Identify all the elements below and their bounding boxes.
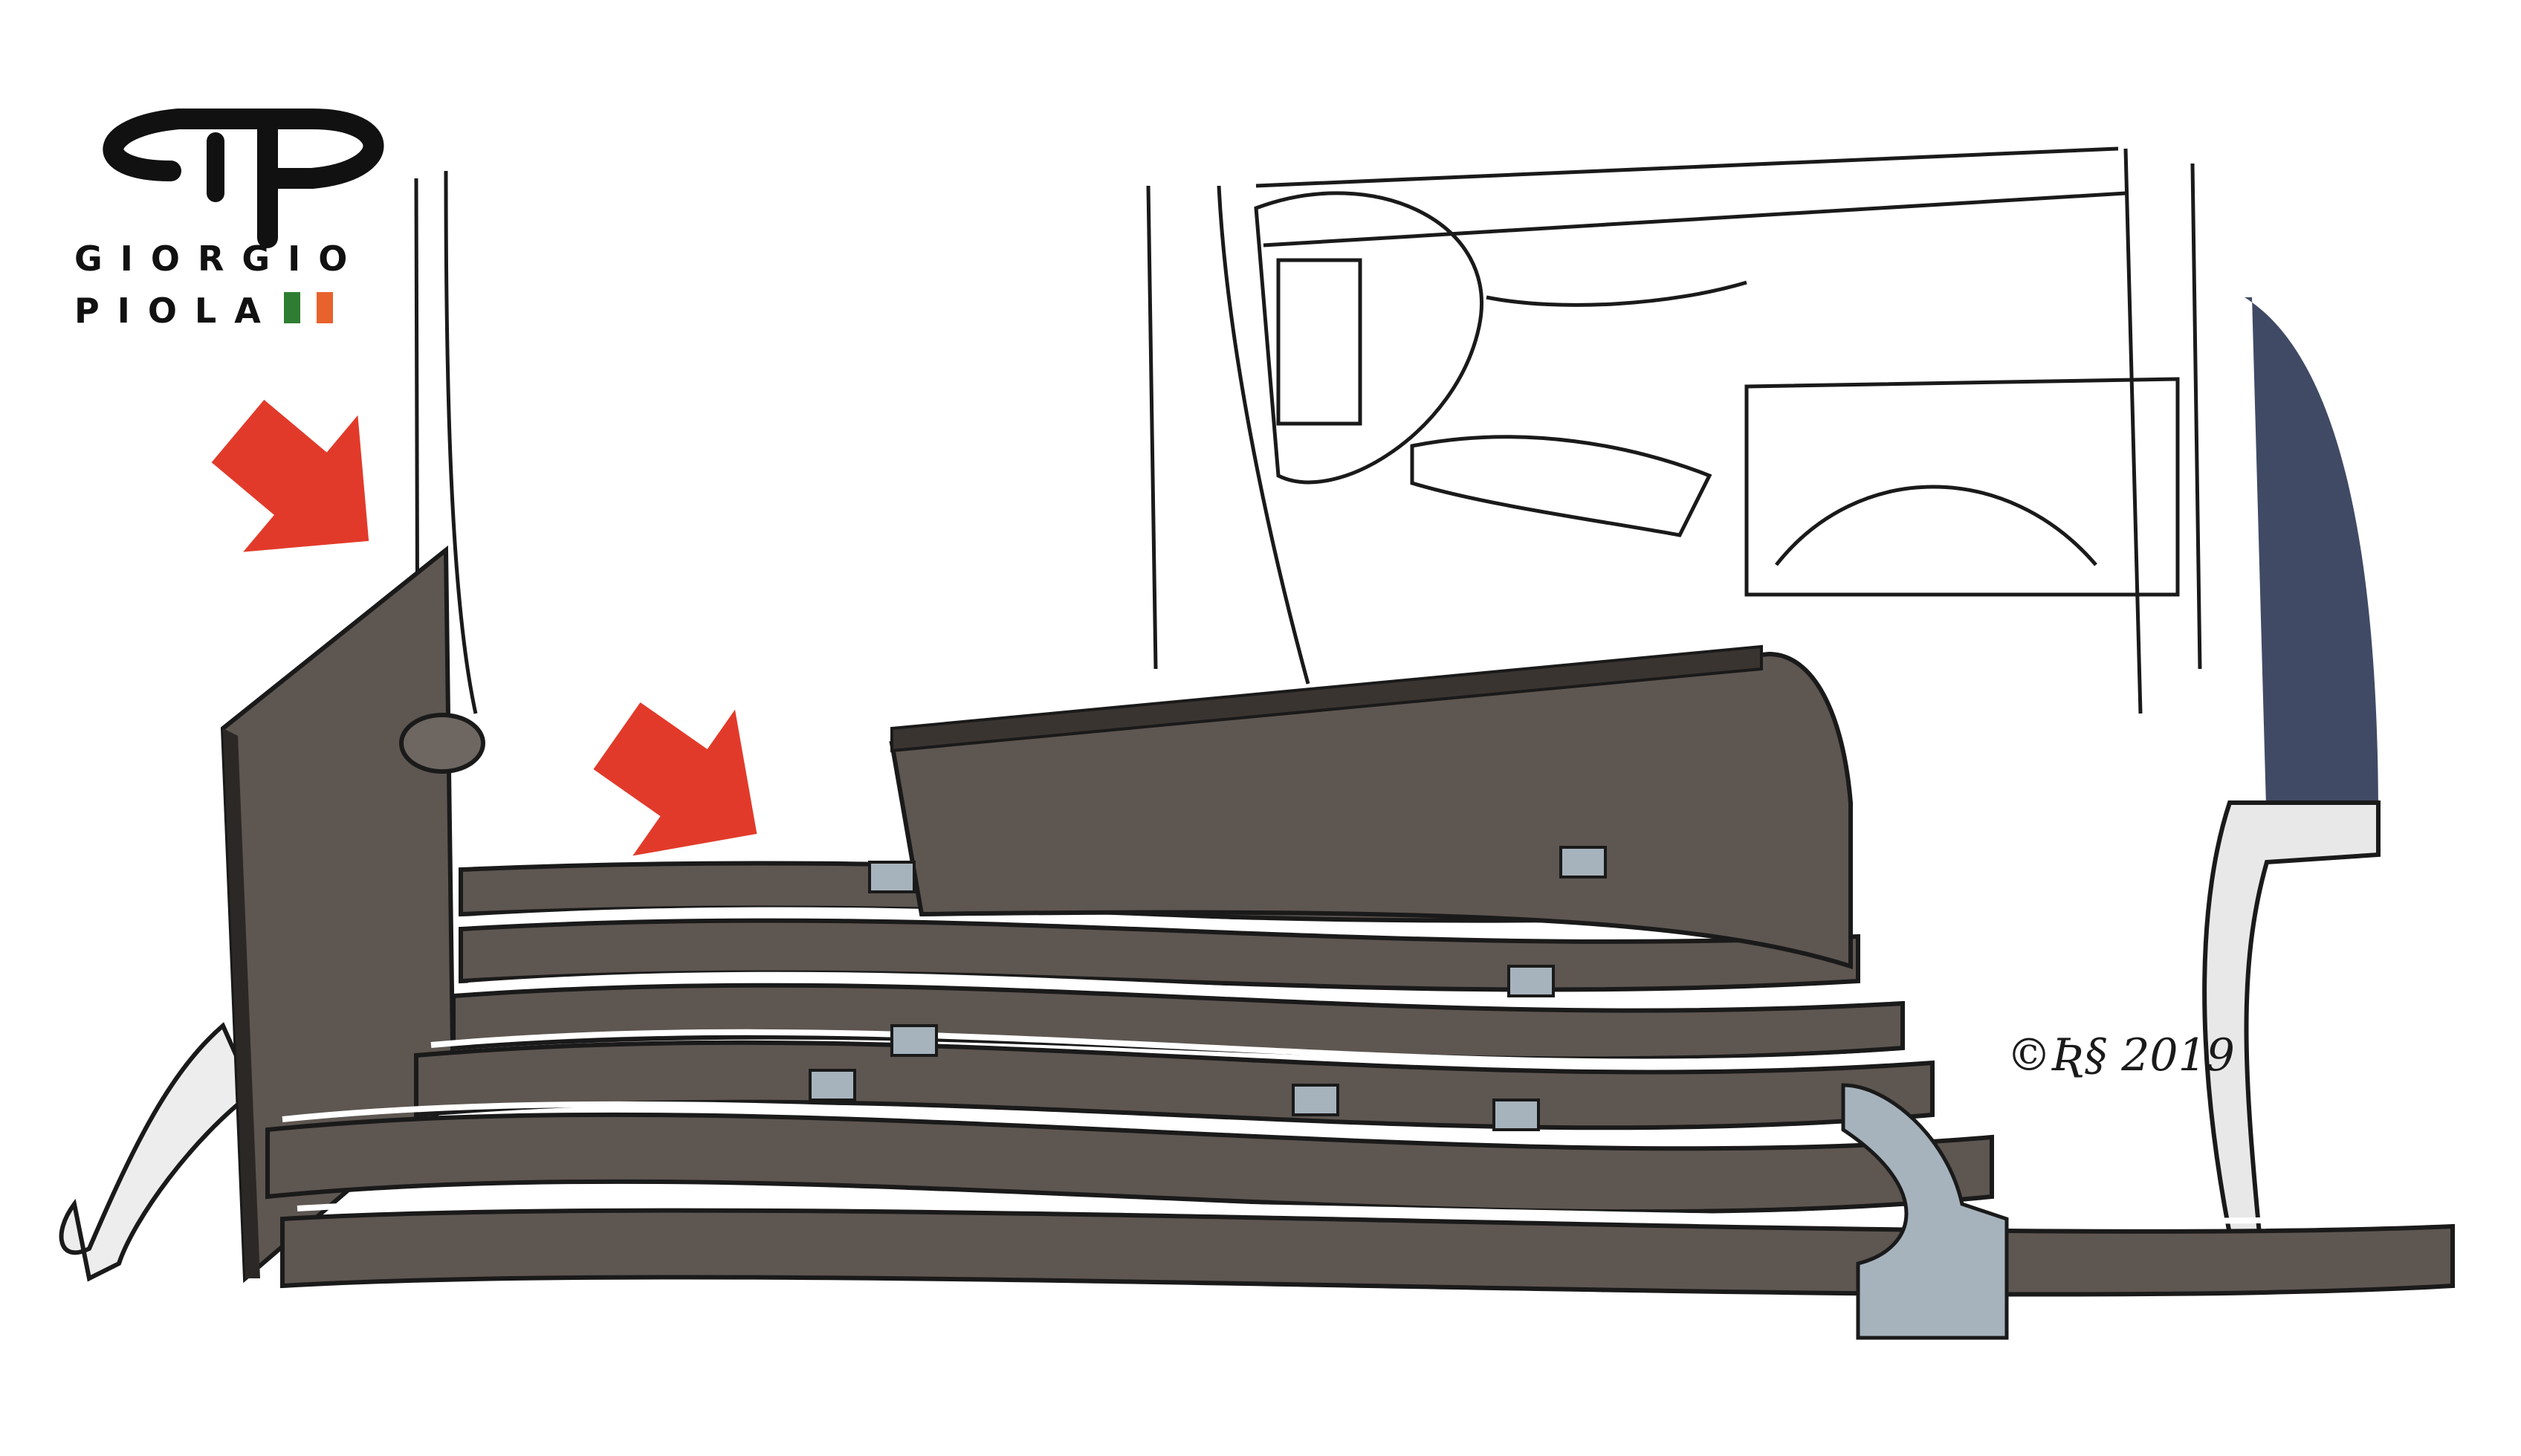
wing-element-5 [265,1112,1994,1214]
bracket-4 [1507,965,1555,997]
upper-flap [889,651,1853,970]
camera-pod [399,713,485,774]
giorgio-piola-logo-icon [103,109,384,248]
logo-line2: PIOLA [74,291,279,331]
side-bracket [2202,800,2381,1236]
endplate-edge [223,728,260,1278]
flap-arrow-icon [593,702,757,856]
endplate-arrow-icon [211,399,369,552]
slot-gap-6 [297,1197,2439,1224]
bracket-2 [890,1024,938,1057]
logo-line1: GIORGIO [74,239,366,279]
bracket-5 [809,1069,856,1101]
flap-brackets [809,846,1607,1131]
slot-gap-4 [430,1029,1918,1065]
slot-gap-2 [475,907,1844,934]
car-side-blue-panel [2245,297,2378,832]
signature: ©Ʀ§ 2019 [2007,1029,2235,1081]
car-body [414,146,2202,714]
bracket-1 [868,861,916,893]
mainplane-sleeve [1841,1083,2009,1340]
slot-gap-5 [282,1101,1978,1142]
bracket-6 [1292,1084,1339,1116]
gurney-flap [890,644,1763,753]
bracket-7 [1492,1099,1540,1131]
endplate-footplate [59,1022,256,1282]
bracket-3 [1559,846,1607,879]
italian-flag-icon [284,292,333,323]
slot-gap-3 [467,971,1889,1003]
